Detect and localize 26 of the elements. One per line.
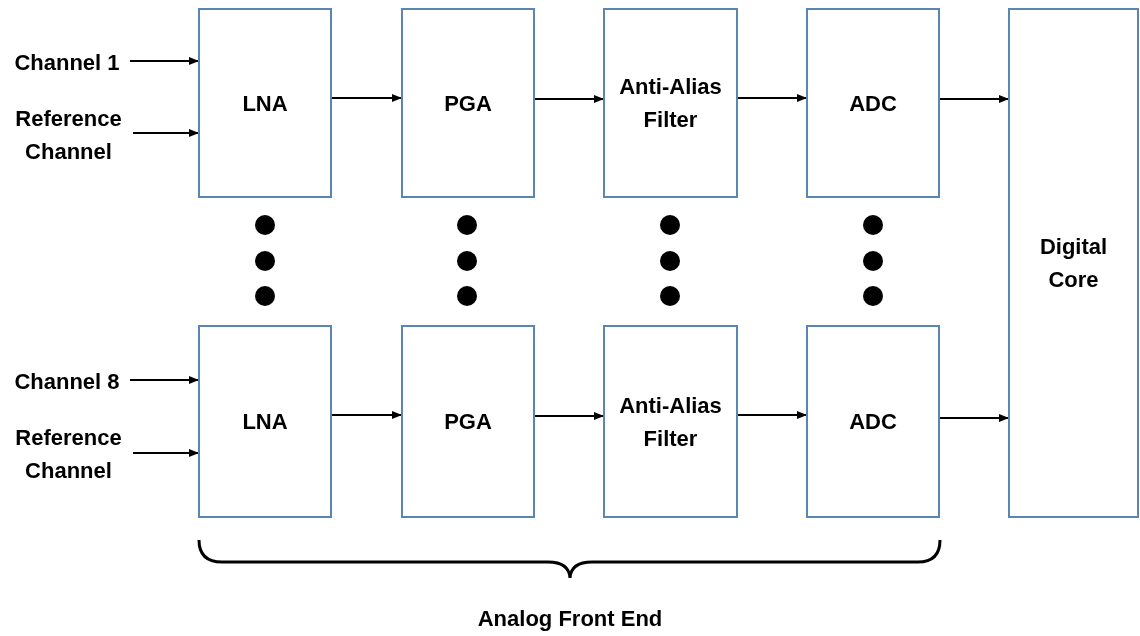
arrow [331,411,402,419]
input-label: Channel 8 [4,365,130,397]
arrow [737,94,807,102]
arrow [129,376,199,384]
arrow [132,129,199,137]
arrow [534,95,604,103]
arrow [132,449,199,457]
arrow [939,414,1009,422]
arrow [737,411,807,419]
arrow [331,94,402,102]
input-label: Channel 1 [4,46,130,78]
input-label: Reference Channel [4,102,133,168]
block-box: Digital Core [1008,8,1139,518]
arrow [534,412,604,420]
input-label: Reference Channel [4,421,133,487]
block-box: LNA [198,8,332,198]
arrow [129,57,199,65]
block-box: Anti-Alias Filter [603,8,738,198]
block-box: ADC [806,325,940,518]
arrow [939,95,1009,103]
block-box: PGA [401,325,535,518]
block-box: PGA [401,8,535,198]
block-box: LNA [198,325,332,518]
block-box: ADC [806,8,940,198]
brace-label: Analog Front End [476,605,664,633]
block-box: Anti-Alias Filter [603,325,738,518]
